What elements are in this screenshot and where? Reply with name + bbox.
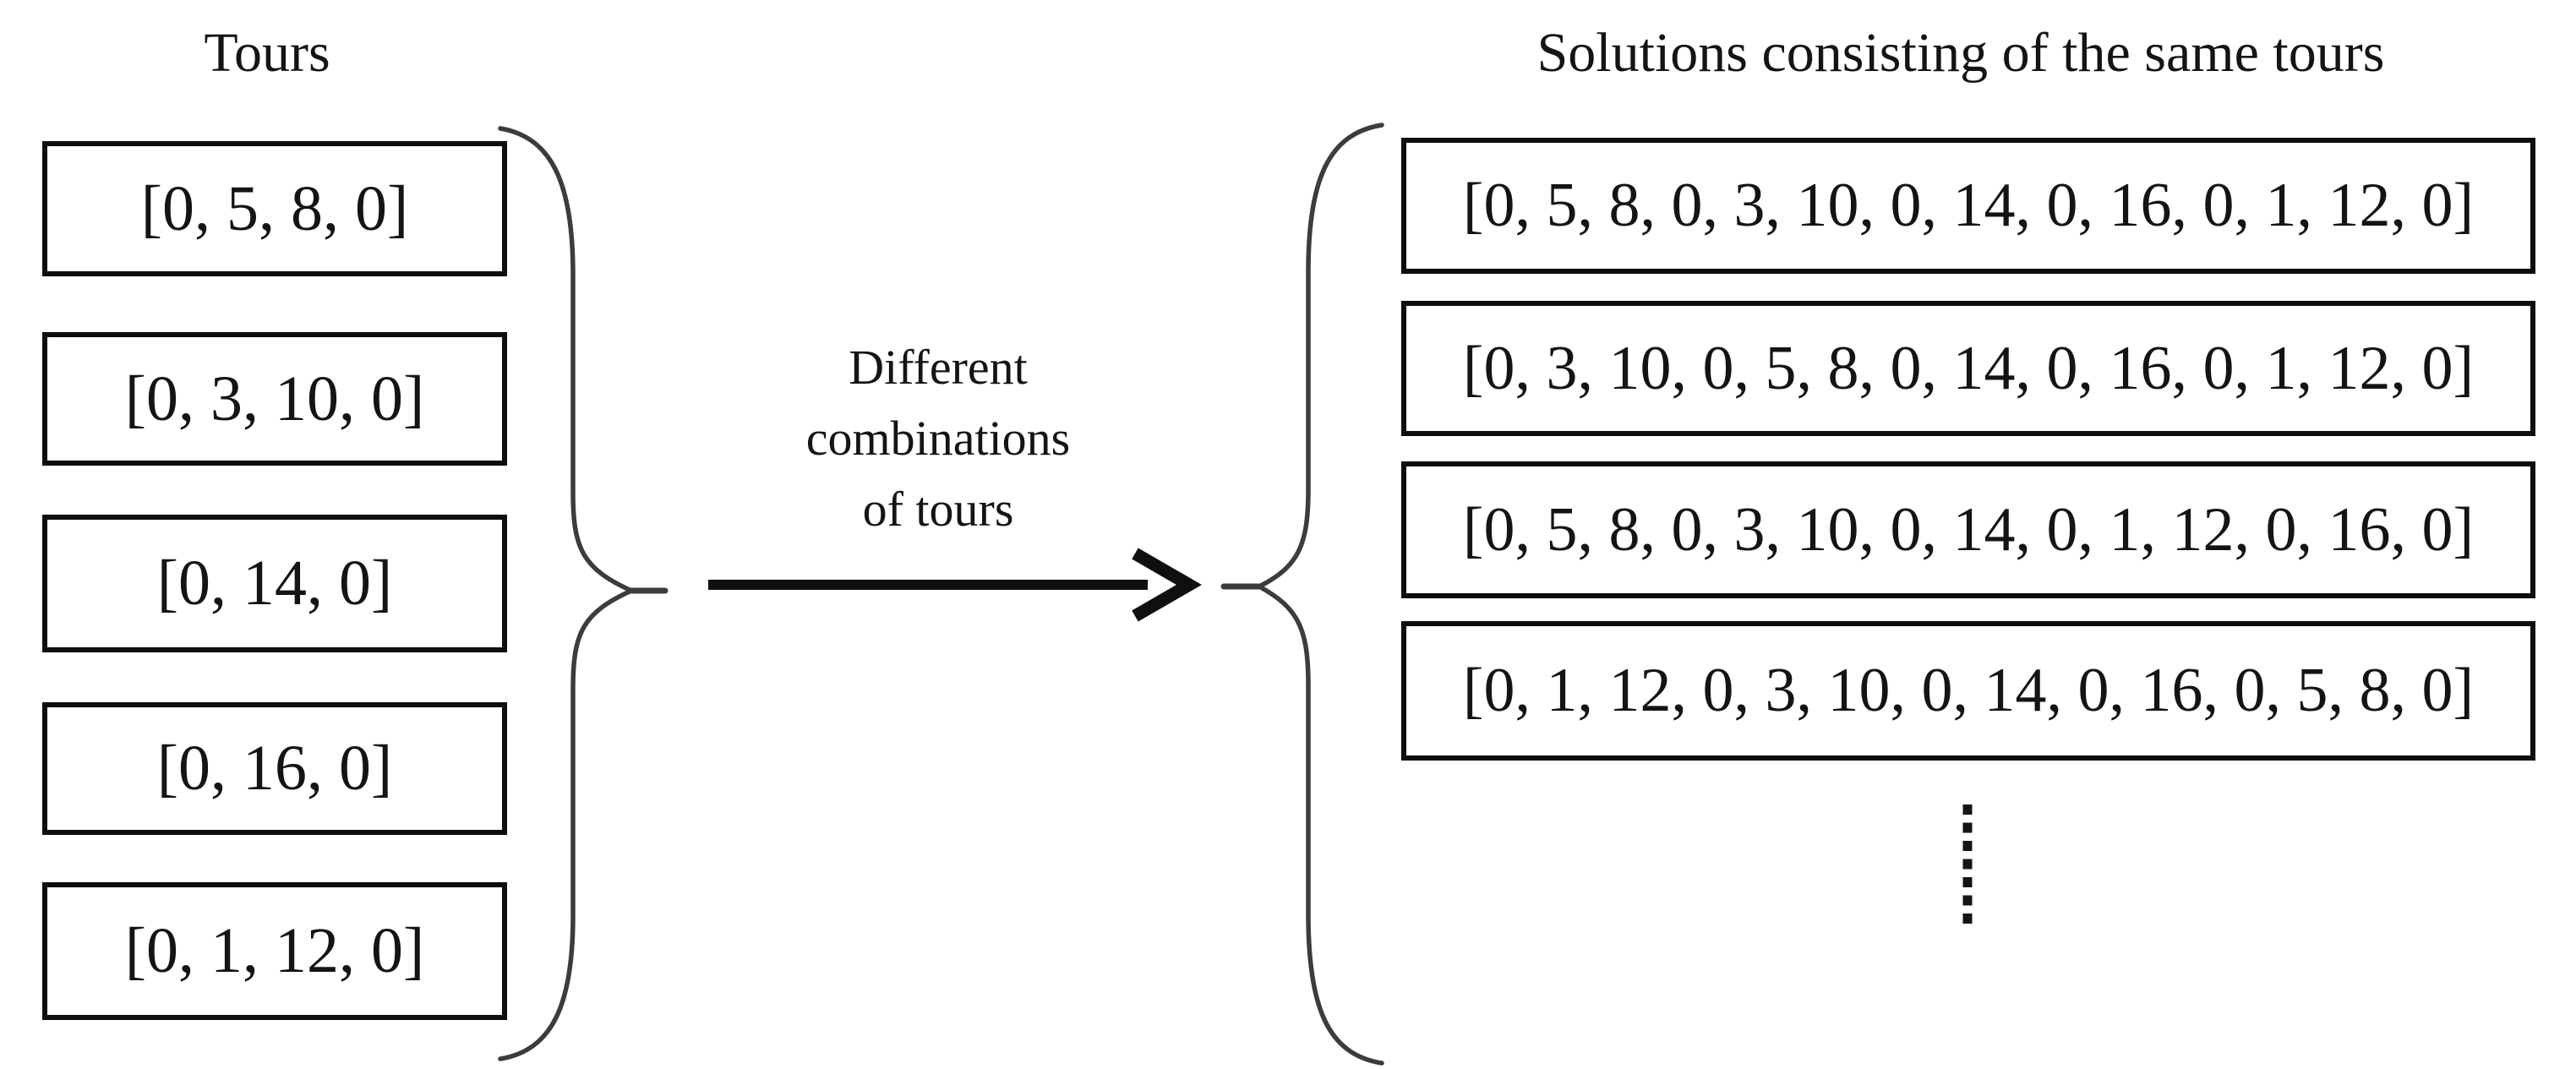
arrow-caption-line: combinations: [805, 411, 1071, 466]
solution-box: [0, 5, 8, 0, 3, 10, 0, 14, 0, 16, 0, 1, …: [1401, 138, 2535, 274]
solution-value: [0, 3, 10, 0, 5, 8, 0, 14, 0, 16, 0, 1, …: [1462, 333, 2475, 403]
solution-value: [0, 5, 8, 0, 3, 10, 0, 14, 0, 1, 12, 0, …: [1462, 494, 2475, 564]
arrow-caption-line: Different: [849, 340, 1028, 395]
tour-value: [0, 5, 8, 0]: [140, 172, 409, 244]
tour-value: [0, 16, 0]: [156, 733, 393, 804]
solution-box: [0, 5, 8, 0, 3, 10, 0, 14, 0, 1, 12, 0, …: [1401, 461, 2535, 598]
tour-value: [0, 1, 12, 0]: [124, 915, 425, 986]
tour-box: [0, 3, 10, 0]: [42, 332, 507, 466]
solution-box: [0, 3, 10, 0, 5, 8, 0, 14, 0, 16, 0, 1, …: [1401, 301, 2535, 436]
solutions-title: Solutions consisting of the same tours: [1536, 22, 2385, 84]
right-group-curly-brace-icon: [1220, 123, 1384, 1066]
tour-value: [0, 14, 0]: [156, 548, 393, 619]
tour-box: [0, 5, 8, 0]: [42, 141, 507, 276]
solution-box: [0, 1, 12, 0, 3, 10, 0, 14, 0, 16, 0, 5,…: [1401, 621, 2535, 761]
tour-box: [0, 14, 0]: [42, 515, 507, 652]
arrow-caption-line: of tours: [862, 482, 1014, 537]
arrow-caption: Different combinations of tours: [685, 332, 1192, 545]
tour-value: [0, 3, 10, 0]: [124, 363, 425, 434]
tours-title: Tours: [204, 22, 330, 84]
left-group-curly-brace-icon: [498, 126, 669, 1061]
solution-value: [0, 5, 8, 0, 3, 10, 0, 14, 0, 16, 0, 1, …: [1462, 171, 2475, 240]
arrow-icon: [708, 548, 1202, 622]
tour-box: [0, 1, 12, 0]: [42, 882, 507, 1020]
tour-box: [0, 16, 0]: [42, 702, 507, 835]
solution-value: [0, 1, 12, 0, 3, 10, 0, 14, 0, 16, 0, 5,…: [1462, 656, 2475, 725]
